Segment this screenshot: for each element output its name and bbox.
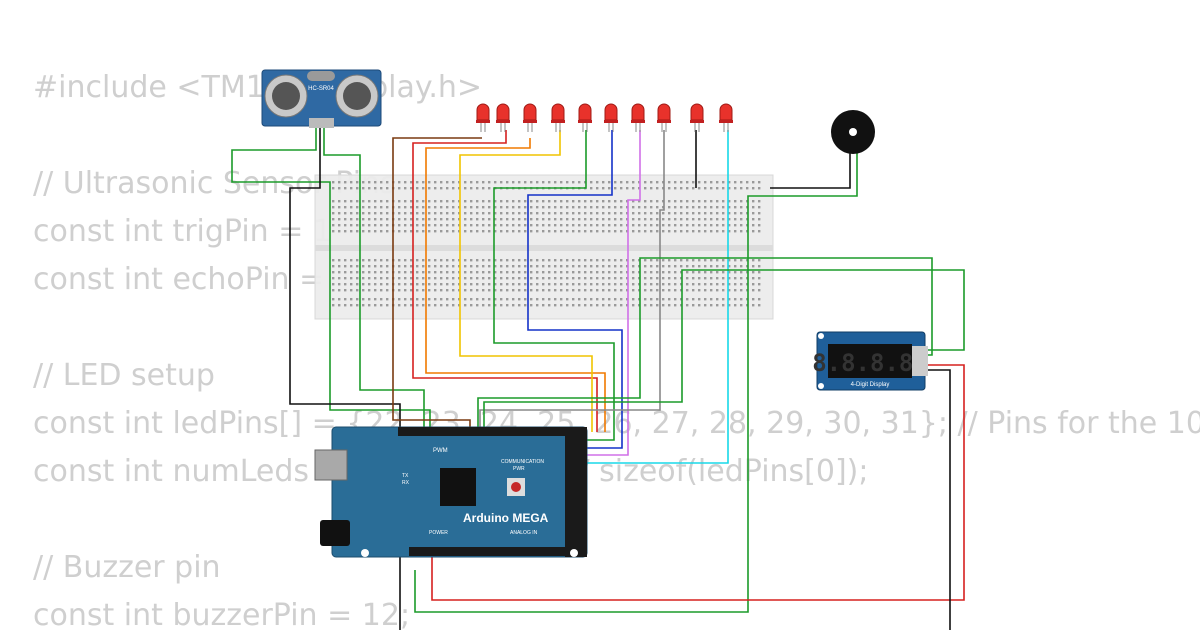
led-3[interactable] xyxy=(523,103,537,132)
led-6[interactable] xyxy=(604,103,618,132)
wire-green-led xyxy=(493,130,615,441)
arduino-mega[interactable]: Arduino MEGA PWM COMMUNICATION POWER ANA… xyxy=(314,426,588,558)
wire-cyan xyxy=(575,130,729,464)
wire-gray xyxy=(479,130,665,430)
code-line: // Buzzer pin xyxy=(33,550,221,585)
communication-label: COMMUNICATION xyxy=(501,459,544,465)
led-7[interactable] xyxy=(631,103,645,132)
pwm-label: PWM xyxy=(433,448,448,454)
power-label: POWER xyxy=(429,530,448,536)
wire-black-buzzer xyxy=(770,150,851,189)
ultrasonic-sensor[interactable]: HC-SR04 xyxy=(261,69,382,128)
wire-green-buzzer xyxy=(414,150,858,613)
seven-segment-display[interactable]: 8.8.8.8. 4-Digit Display xyxy=(812,331,928,391)
buzzer[interactable] xyxy=(831,110,875,154)
wire-red-display-vcc xyxy=(431,364,965,601)
code-line: const int ledPins[] = {22, 23, 24, 25, 2… xyxy=(33,406,1200,441)
wire-black-display-gnd xyxy=(928,369,951,630)
wire-brown xyxy=(392,137,482,430)
led-10[interactable] xyxy=(719,103,733,132)
pwr-led-label: PWR xyxy=(513,466,525,472)
display-digits: 8.8.8.8. xyxy=(812,349,928,377)
rx-label: RX xyxy=(402,480,410,486)
wire-red-led xyxy=(412,130,598,432)
wire-green-sensor-trig xyxy=(323,128,425,430)
wire-orange xyxy=(425,138,606,432)
wire-blue xyxy=(527,130,623,449)
led-row xyxy=(476,103,733,132)
board-name: Arduino MEGA xyxy=(463,511,549,525)
wire-violet xyxy=(575,130,641,456)
display-label: 4-Digit Display xyxy=(851,382,890,388)
tx-label: TX xyxy=(402,473,409,479)
wire-green-sensor-vcc xyxy=(231,128,431,430)
breadboard[interactable] xyxy=(314,174,774,320)
wire-green-display-dio xyxy=(477,257,933,430)
led-5[interactable] xyxy=(578,103,592,132)
led-1[interactable] xyxy=(476,103,490,132)
code-line: const int echoPin = xyxy=(33,262,325,297)
led-8[interactable] xyxy=(657,103,671,132)
wire-yellow xyxy=(459,130,593,432)
led-9[interactable] xyxy=(690,103,704,132)
wire-green-display-clk xyxy=(483,269,965,430)
sensor-label: HC-SR04 xyxy=(308,86,334,92)
code-line: const int buzzerPin = 12; xyxy=(33,598,411,633)
analog-label: ANALOG IN xyxy=(510,530,538,536)
led-4[interactable] xyxy=(551,103,565,132)
code-line: // LED setup xyxy=(33,358,215,393)
led-2[interactable] xyxy=(496,103,510,132)
